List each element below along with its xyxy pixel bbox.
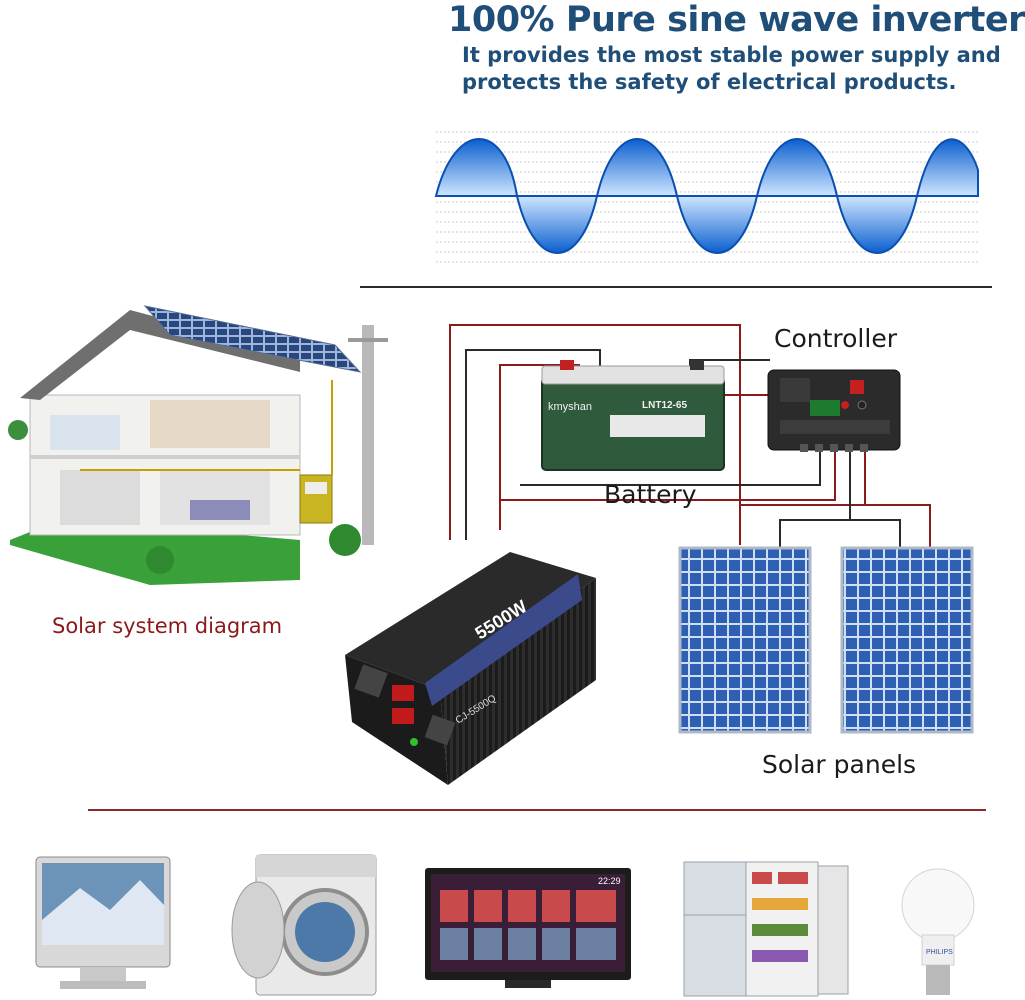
computer-icon — [35, 856, 171, 989]
solar-system-label: Solar system diagram — [52, 614, 283, 638]
solar-panels-label: Solar panels — [762, 750, 917, 779]
tv-icon: 22:29 — [425, 868, 631, 988]
subheadline-line-1: It provides the most stable power supply… — [462, 43, 1001, 67]
headline: 100% Pure sine wave inverter — [448, 0, 1025, 40]
wiring — [449, 324, 931, 548]
battery-model: LNT12-65 — [642, 400, 687, 411]
tv-clock: 22:29 — [598, 876, 621, 886]
battery-label: Battery — [604, 480, 697, 509]
lamp-brand: PHILIPS — [926, 949, 953, 956]
solar-panel-icon — [840, 546, 974, 734]
controller-label: Controller — [774, 324, 897, 353]
solar-panel-icon — [678, 546, 812, 734]
washing-machine-icon — [231, 854, 377, 996]
house-illustration — [8, 305, 388, 585]
refrigerator-icon — [683, 861, 849, 997]
light-bulb-icon: PHILIPS — [901, 868, 975, 995]
subheadline-line-2: protects the safety of electrical produc… — [462, 70, 957, 94]
subheadline: It provides the most stable power supply… — [462, 42, 1001, 96]
house-wiring — [80, 380, 333, 475]
inverter-icon: 5500W CJ-5500Q — [345, 552, 596, 785]
battery-icon: kmyshan LNT12-65 — [541, 360, 725, 471]
diagram-canvas: kmyshan LNT12-65 5500W CJ-5500Q — [8, 131, 992, 997]
battery-brand: kmyshan — [548, 401, 592, 413]
sine-wave — [434, 131, 979, 263]
controller-icon — [767, 369, 901, 452]
